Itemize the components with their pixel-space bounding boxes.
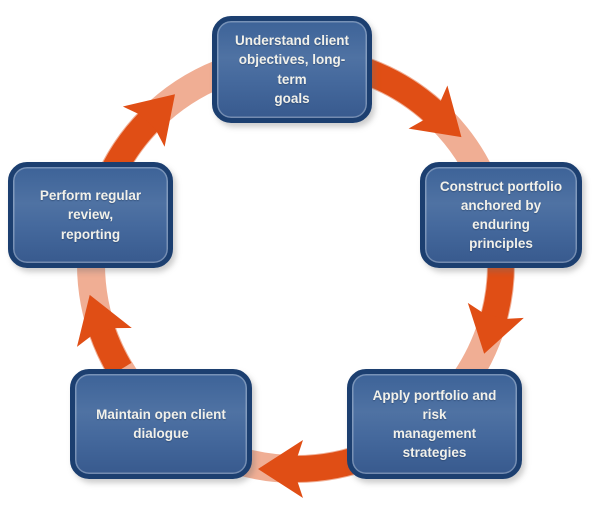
node-label-apply: Apply portfolio and risk management stra… [372,387,497,461]
node-label-maintain: Maintain open client dialogue [96,406,226,441]
node-construct-portfolio: Construct portfolio anchored by enduring… [420,162,582,268]
node-perform-regular-review: Perform regular review, reporting [8,162,173,268]
node-label-understand: Understand client objectives, long-term … [234,33,350,106]
node-label-review: Perform regular review, reporting [39,188,142,242]
node-label-construct: Construct portfolio anchored by enduring… [439,178,563,252]
node-understand-client-objectives: Understand client objectives, long-term … [212,16,372,123]
node-maintain-open-dialogue: Maintain open client dialogue [70,369,252,479]
node-apply-portfolio-risk: Apply portfolio and risk management stra… [347,369,522,479]
